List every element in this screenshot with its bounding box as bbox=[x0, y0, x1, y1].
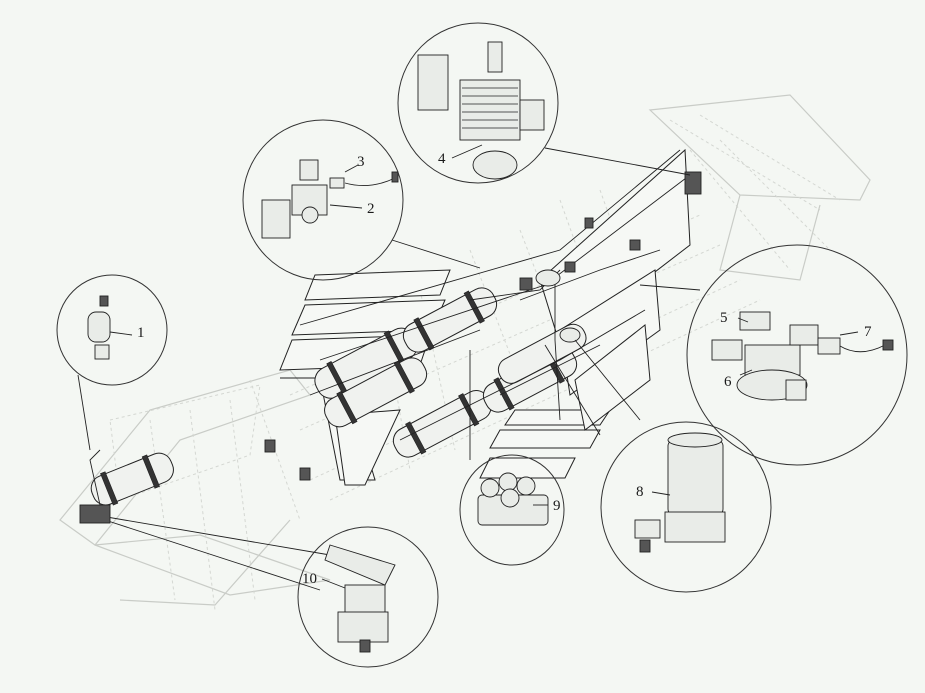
callouts: 1 2 3 4 5 6 7 8 9 10 bbox=[137, 151, 872, 587]
detail-circle-valve-small bbox=[56, 274, 168, 451]
callout-10: 10 bbox=[302, 571, 317, 587]
air-tank bbox=[90, 452, 174, 506]
detail-circle-valve-block bbox=[459, 454, 565, 566]
callout-1: 1 bbox=[137, 325, 145, 341]
callout-4: 4 bbox=[438, 151, 446, 167]
fittings bbox=[79, 171, 702, 524]
air-tank bbox=[392, 390, 492, 458]
callout-2: 2 bbox=[367, 201, 375, 217]
detail-circle-relay-valve bbox=[639, 244, 908, 466]
detail-circle-brake-valve bbox=[297, 526, 439, 668]
callout-6: 6 bbox=[724, 374, 732, 390]
callout-3: 3 bbox=[357, 154, 365, 170]
callout-8: 8 bbox=[636, 484, 644, 500]
callout-5: 5 bbox=[720, 310, 728, 326]
air-lines bbox=[89, 149, 691, 591]
callout-7: 7 bbox=[864, 324, 872, 340]
detail-circle-compressor bbox=[397, 22, 559, 184]
detail-leaders bbox=[391, 147, 691, 460]
detail-circle-air-dryer bbox=[600, 421, 772, 593]
air-tank bbox=[324, 357, 428, 428]
callout-9: 9 bbox=[553, 498, 561, 514]
detail-circle-valve bbox=[242, 119, 404, 281]
